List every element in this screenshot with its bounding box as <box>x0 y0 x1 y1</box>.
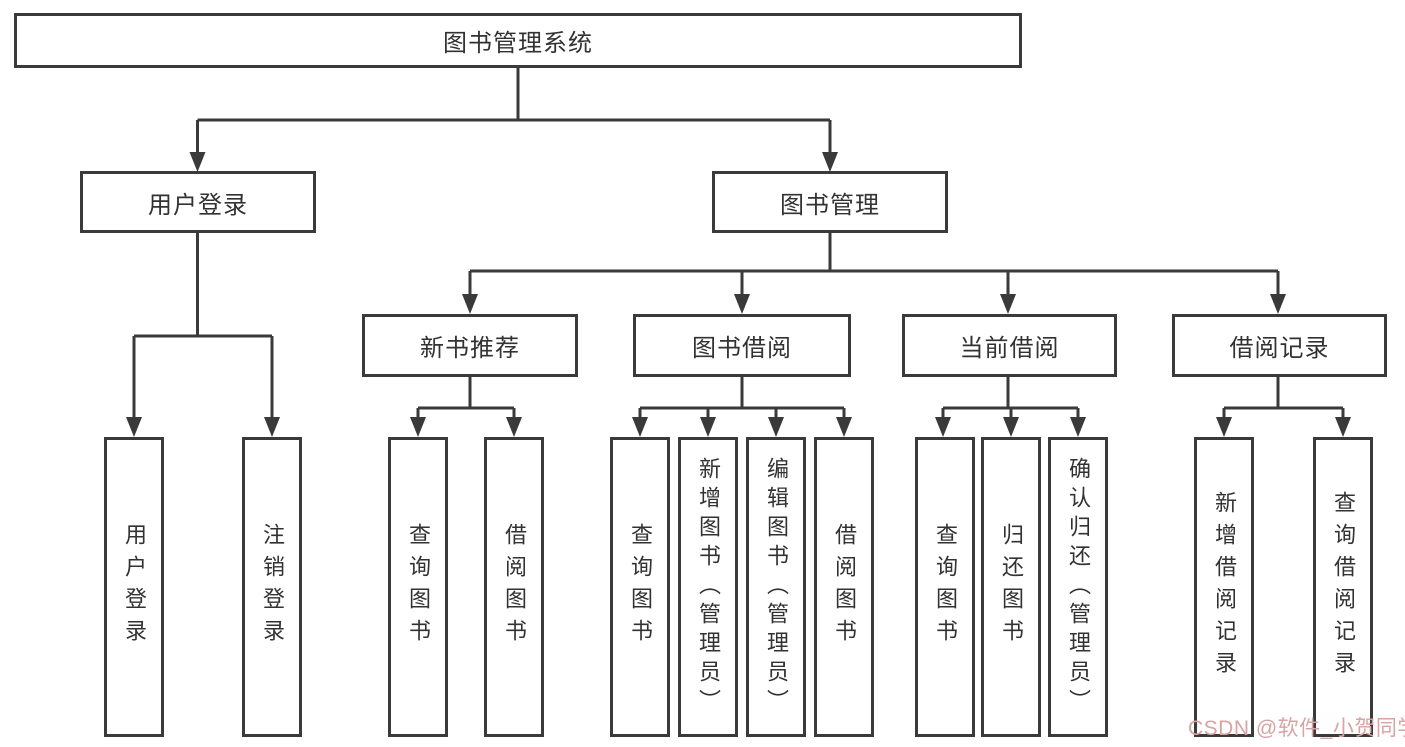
node-label: 图书借阅 <box>692 335 792 362</box>
node-label: 图书管理 <box>780 191 880 219</box>
node-library-management-system: 图书管理系统 <box>14 13 1022 68</box>
leaf-borrow-books: 借阅图书 <box>814 437 874 737</box>
arrowhead-icons <box>126 152 1351 437</box>
node-book-management: 图书管理 <box>712 171 948 233</box>
node-label: 新书推荐 <box>420 335 520 362</box>
leaf-edit-books-admin: 编辑图书（管理员） <box>746 437 806 737</box>
leaf-label: 查询图书 <box>628 523 653 651</box>
node-label: 借阅记录 <box>1229 335 1330 362</box>
leaf-label: 归还图书 <box>999 523 1024 651</box>
leaf-query-books-borrowing: 查询图书 <box>610 437 670 737</box>
leaf-label: 编辑图书（管理员） <box>764 456 789 718</box>
leaf-query-books-recommend: 查询图书 <box>388 437 448 737</box>
leaf-label: 新增图书（管理员） <box>696 456 721 718</box>
leaf-user-login: 用户登录 <box>104 437 164 737</box>
leaf-label: 查询图书 <box>933 523 958 651</box>
leaf-label: 查询借阅记录 <box>1331 491 1356 683</box>
leaf-add-books-admin: 新增图书（管理员） <box>678 437 738 737</box>
node-user-login: 用户登录 <box>80 171 316 233</box>
leaf-label: 借阅图书 <box>502 523 527 651</box>
leaf-return-books: 归还图书 <box>981 437 1041 737</box>
leaf-add-borrow-record: 新增借阅记录 <box>1194 437 1254 737</box>
node-current-borrowing: 当前借阅 <box>902 314 1117 377</box>
node-borrowing-records: 借阅记录 <box>1172 314 1387 377</box>
leaf-label: 新增借阅记录 <box>1212 491 1237 683</box>
leaf-logout: 注销登录 <box>242 437 302 737</box>
node-label: 图书管理系统 <box>443 30 593 57</box>
leaf-borrow-books-recommend: 借阅图书 <box>484 437 544 737</box>
leaf-label: 用户登录 <box>122 523 147 651</box>
csdn-watermark: CSDN @软件_小贺同学 <box>1188 717 1405 740</box>
leaf-label: 借阅图书 <box>832 523 857 651</box>
leaf-confirm-return-admin: 确认归还（管理员） <box>1048 437 1108 737</box>
leaf-label: 注销登录 <box>260 523 285 651</box>
node-book-borrowing: 图书借阅 <box>633 314 851 377</box>
node-label: 用户登录 <box>148 191 248 219</box>
leaf-label: 查询图书 <box>406 523 431 651</box>
node-label: 当前借阅 <box>959 335 1060 362</box>
tree-branch-lines <box>132 68 1345 420</box>
node-new-book-recommend: 新书推荐 <box>362 314 578 377</box>
leaf-query-borrow-record: 查询借阅记录 <box>1313 437 1373 737</box>
leaf-query-books-current: 查询图书 <box>915 437 975 737</box>
leaf-label: 确认归还（管理员） <box>1066 456 1091 718</box>
